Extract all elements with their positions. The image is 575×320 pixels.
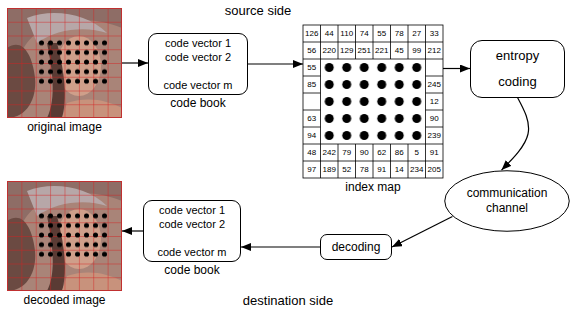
table-cell: 129	[338, 42, 356, 59]
process-box: decoding	[320, 234, 392, 260]
code-vector: code vector 2	[149, 50, 247, 64]
box-label: communication channel	[459, 186, 555, 216]
index-grid	[303, 25, 443, 178]
table-cell: 234	[408, 161, 426, 178]
table-cell: 239	[426, 127, 444, 144]
table-cell: 63	[303, 110, 321, 127]
image-box: original image	[7, 8, 122, 118]
table-cell: 14	[391, 161, 409, 178]
side-label: destination side	[243, 293, 333, 308]
table-cell: 212	[426, 42, 444, 59]
table-cell: 245	[426, 76, 444, 93]
table-cell: 5	[408, 144, 426, 161]
index-dots	[321, 59, 426, 144]
index-map: 1264411074557827335622012925122145992125…	[303, 25, 443, 178]
caption-label: code book	[170, 96, 225, 110]
code-vector: code vector 2	[144, 217, 240, 231]
table-cell: 12	[426, 93, 444, 110]
table-cell: 126	[303, 25, 321, 42]
code-book: code vector 1code vector 2code vector mc…	[143, 200, 241, 262]
table-cell: 91	[426, 144, 444, 161]
code-book: code vector 1code vector 2code vector mc…	[148, 33, 248, 95]
table-cell: 99	[408, 42, 426, 59]
table-cell: 94	[303, 127, 321, 144]
table-cell: 56	[303, 42, 321, 59]
table-cell: 48	[303, 144, 321, 161]
table-cell: 44	[321, 25, 339, 42]
table-cell: 220	[321, 42, 339, 59]
table-cell: 33	[426, 25, 444, 42]
table-cell: 90	[426, 110, 444, 127]
flow-arrow	[443, 68, 470, 69]
table-cell: 90	[356, 144, 374, 161]
box-label: entropy coding	[487, 43, 549, 95]
table-cell: 189	[321, 161, 339, 178]
table-cell: 27	[408, 25, 426, 42]
table-cell: 86	[391, 144, 409, 161]
code-vector: code vector m	[144, 245, 240, 259]
flow-arrow	[248, 63, 303, 64]
ellipse-shape	[445, 171, 570, 232]
process-box: entropy coding	[470, 40, 565, 98]
table-cell: 74	[356, 25, 374, 42]
table-cell: 85	[303, 76, 321, 93]
table-cell: 78	[391, 25, 409, 42]
code-vector: code vector 1	[149, 36, 247, 50]
table-cell: 62	[373, 144, 391, 161]
flow-arrow	[392, 217, 452, 248]
table-cell: 55	[373, 25, 391, 42]
table-cell: 110	[338, 25, 356, 42]
caption-label: code book	[164, 263, 219, 277]
box-label: decoding	[332, 240, 381, 255]
table-cell: 205	[426, 161, 444, 178]
caption-label: original image	[27, 120, 102, 134]
table-cell: 91	[373, 161, 391, 178]
image-box: decoded image	[7, 181, 122, 291]
caption-label: decoded image	[23, 293, 105, 307]
table-cell: 79	[338, 144, 356, 161]
table-cell: 242	[321, 144, 339, 161]
source-picture	[7, 8, 122, 118]
flow-arrow	[122, 230, 143, 231]
flow-arrow	[502, 98, 529, 171]
decoded-picture	[7, 181, 122, 291]
table-cell: 251	[356, 42, 374, 59]
table-cell: 55	[303, 59, 321, 76]
table-cell: 97	[303, 161, 321, 178]
code-vector: code vector 1	[144, 203, 240, 217]
table-cell: 45	[391, 42, 409, 59]
flow-arrow	[122, 62, 148, 63]
code-vector: code vector m	[149, 78, 247, 92]
caption-label: index map	[345, 180, 400, 194]
table-cell: 78	[356, 161, 374, 178]
flow-arrow	[241, 246, 320, 247]
side-label: source side	[225, 3, 291, 18]
table-cell: 221	[373, 42, 391, 59]
table-cell: 52	[338, 161, 356, 178]
channel-ellipse: communication channel	[444, 170, 570, 232]
